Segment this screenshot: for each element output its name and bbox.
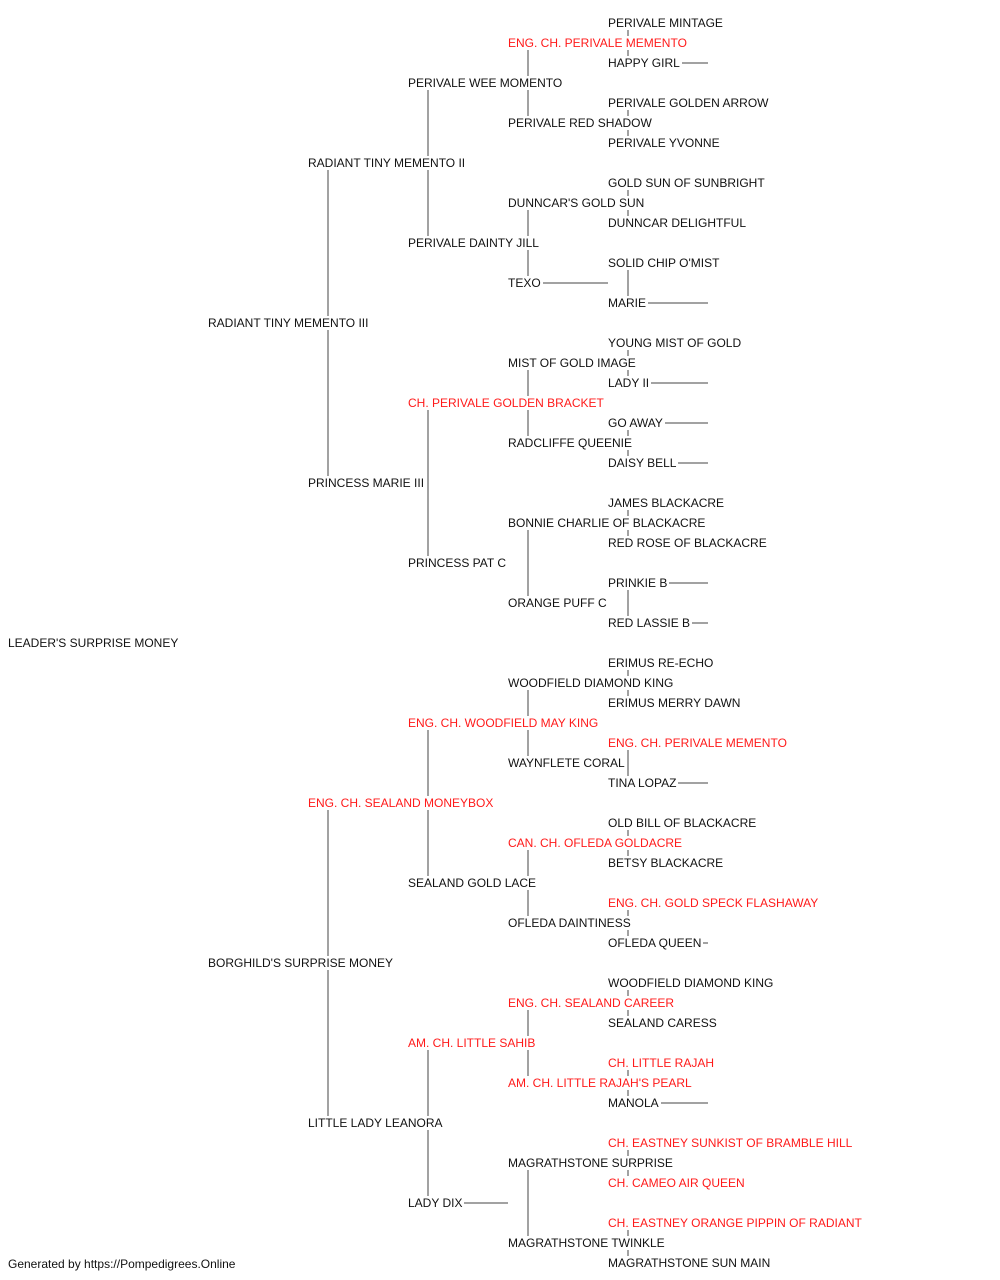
- ancestor-name-gen4: RADCLIFFE QUEENIE: [508, 436, 635, 450]
- ancestor-name-gen4: ENG. CH. SEALAND CAREER: [508, 996, 677, 1010]
- ancestor-name-gen4: MAGRATHSTONE TWINKLE: [508, 1236, 667, 1250]
- ancestor-name-gen5: GOLD SUN OF SUNBRIGHT: [608, 176, 767, 190]
- ancestor-name-gen5: DAISY BELL: [608, 456, 679, 470]
- ancestor-name-gen5: RED LASSIE B: [608, 616, 693, 630]
- ancestor-name-gen4: DUNNCAR'S GOLD SUN: [508, 196, 647, 210]
- ancestor-name-gen3: PRINCESS PAT C: [408, 556, 509, 570]
- ancestor-name-gen5: OLD BILL OF BLACKACRE: [608, 816, 759, 830]
- ancestor-name-gen2: RADIANT TINY MEMENTO II: [308, 156, 468, 170]
- ancestor-name-gen5: SOLID CHIP O'MIST: [608, 256, 722, 270]
- ancestor-name-gen4: BONNIE CHARLIE OF BLACKACRE: [508, 516, 708, 530]
- ancestor-name-gen5: OFLEDA QUEEN: [608, 936, 704, 950]
- ancestor-name-gen3: ENG. CH. WOODFIELD MAY KING: [408, 716, 601, 730]
- ancestor-name-gen2: LITTLE LADY LEANORA: [308, 1116, 445, 1130]
- ancestor-name-gen3: PERIVALE DAINTY JILL: [408, 236, 541, 250]
- ancestor-name-gen5: PERIVALE MINTAGE: [608, 16, 725, 30]
- ancestor-name-gen5: MARIE: [608, 296, 649, 310]
- ancestor-name-gen5: PERIVALE YVONNE: [608, 136, 722, 150]
- ancestor-name-gen5: WOODFIELD DIAMOND KING: [608, 976, 776, 990]
- ancestor-name-gen4: MAGRATHSTONE SURPRISE: [508, 1156, 675, 1170]
- ancestor-name-gen5: PERIVALE GOLDEN ARROW: [608, 96, 771, 110]
- ancestor-name-gen5: CH. EASTNEY SUNKIST OF BRAMBLE HILL: [608, 1136, 855, 1150]
- ancestor-name-gen5: DUNNCAR DELIGHTFUL: [608, 216, 749, 230]
- subject-dog-name: LEADER'S SURPRISE MONEY: [8, 636, 181, 650]
- ancestor-name-gen4: AM. CH. LITTLE RAJAH'S PEARL: [508, 1076, 694, 1090]
- ancestor-name-gen4: TEXO: [508, 276, 543, 290]
- ancestor-name-gen5: ERIMUS MERRY DAWN: [608, 696, 743, 710]
- ancestor-name-gen5: TINA LOPAZ: [608, 776, 679, 790]
- ancestor-name-gen4: WAYNFLETE CORAL: [508, 756, 627, 770]
- ancestor-name-gen2: PRINCESS MARIE III: [308, 476, 427, 490]
- ancestor-name-gen5: CH. EASTNEY ORANGE PIPPIN OF RADIANT: [608, 1216, 864, 1230]
- ancestor-name-gen2: ENG. CH. SEALAND MONEYBOX: [308, 796, 496, 810]
- ancestor-name-gen4: CAN. CH. OFLEDA GOLDACRE: [508, 836, 685, 850]
- ancestor-name-gen1: RADIANT TINY MEMENTO III: [208, 316, 371, 330]
- ancestor-name-gen5: RED ROSE OF BLACKACRE: [608, 536, 769, 550]
- ancestor-name-gen4: MIST OF GOLD IMAGE: [508, 356, 638, 370]
- ancestor-name-gen5: YOUNG MIST OF GOLD: [608, 336, 744, 350]
- ancestor-name-gen5: LADY II: [608, 376, 652, 390]
- ancestor-name-gen5: JAMES BLACKACRE: [608, 496, 727, 510]
- generator-credit: Generated by https://Pompedigrees.Online: [8, 1257, 236, 1271]
- ancestor-name-gen5: PRINKIE B: [608, 576, 670, 590]
- ancestor-name-gen5: SEALAND CARESS: [608, 1016, 719, 1030]
- ancestor-name-gen5: HAPPY GIRL: [608, 56, 682, 70]
- ancestor-name-gen1: BORGHILD'S SURPRISE MONEY: [208, 956, 395, 970]
- ancestor-name-gen4: PERIVALE RED SHADOW: [508, 116, 654, 130]
- ancestor-name-gen3: PERIVALE WEE MOMENTO: [408, 76, 565, 90]
- ancestor-name-gen3: CH. PERIVALE GOLDEN BRACKET: [408, 396, 606, 410]
- ancestor-name-gen5: CH. LITTLE RAJAH: [608, 1056, 717, 1070]
- ancestor-name-gen5: BETSY BLACKACRE: [608, 856, 726, 870]
- ancestor-name-gen4: ENG. CH. PERIVALE MEMENTO: [508, 36, 689, 50]
- ancestor-name-gen4: ORANGE PUFF C: [508, 596, 609, 610]
- ancestor-name-gen4: WOODFIELD DIAMOND KING: [508, 676, 676, 690]
- ancestor-name-gen5: MANOLA: [608, 1096, 661, 1110]
- ancestor-name-gen5: ERIMUS RE-ECHO: [608, 656, 716, 670]
- ancestor-name-gen3: LADY DIX: [408, 1196, 465, 1210]
- ancestor-name-gen5: ENG. CH. PERIVALE MEMENTO: [608, 736, 789, 750]
- ancestor-name-gen5: ENG. CH. GOLD SPECK FLASHAWAY: [608, 896, 821, 910]
- ancestor-name-gen5: GO AWAY: [608, 416, 665, 430]
- ancestor-name-gen3: SEALAND GOLD LACE: [408, 876, 539, 890]
- ancestor-name-gen5: MAGRATHSTONE SUN MAIN: [608, 1256, 773, 1270]
- ancestor-name-gen3: AM. CH. LITTLE SAHIB: [408, 1036, 538, 1050]
- ancestor-name-gen5: CH. CAMEO AIR QUEEN: [608, 1176, 747, 1190]
- ancestor-name-gen4: OFLEDA DAINTINESS: [508, 916, 633, 930]
